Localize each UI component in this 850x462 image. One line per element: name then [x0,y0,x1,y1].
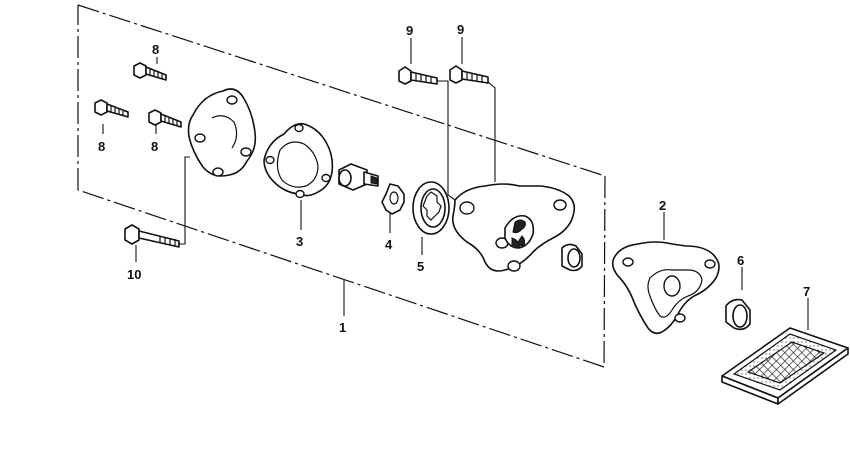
pump-body [451,183,576,272]
callout-9-left: 9 [406,23,413,38]
callout-1: 1 [339,320,346,335]
callout-3: 3 [296,234,303,249]
callout-5: 5 [417,259,424,274]
gasket-3 [263,122,334,199]
bolt-8-middle [148,109,182,128]
pump-cover [187,88,257,177]
callout-9-right: 9 [457,22,464,37]
bolt-8-top [133,62,167,81]
strainer-7 [721,327,849,405]
bushing [561,243,583,272]
callout-8-left: 8 [98,139,105,154]
callout-4: 4 [385,237,393,252]
bolt-9-right [449,65,489,84]
bolt-8-left [94,99,129,118]
leader-lines [102,37,809,330]
inner-rotor-4 [381,183,405,215]
gasket-2 [611,241,720,335]
outer-rotor-5 [412,181,450,235]
callout-8-top: 8 [152,42,159,57]
collar-6 [725,298,751,331]
bolt-10 [124,224,180,248]
pump-shaft [338,163,379,191]
callout-8-middle: 8 [151,139,158,154]
callout-labels: 1 2 3 4 5 6 7 8 8 8 9 9 10 [98,22,810,335]
callout-6: 6 [737,253,744,268]
callout-10: 10 [127,267,141,282]
bolt-9-left [398,66,438,85]
callout-7: 7 [803,284,810,299]
callout-2: 2 [659,198,666,213]
assembly-frame [77,4,606,368]
